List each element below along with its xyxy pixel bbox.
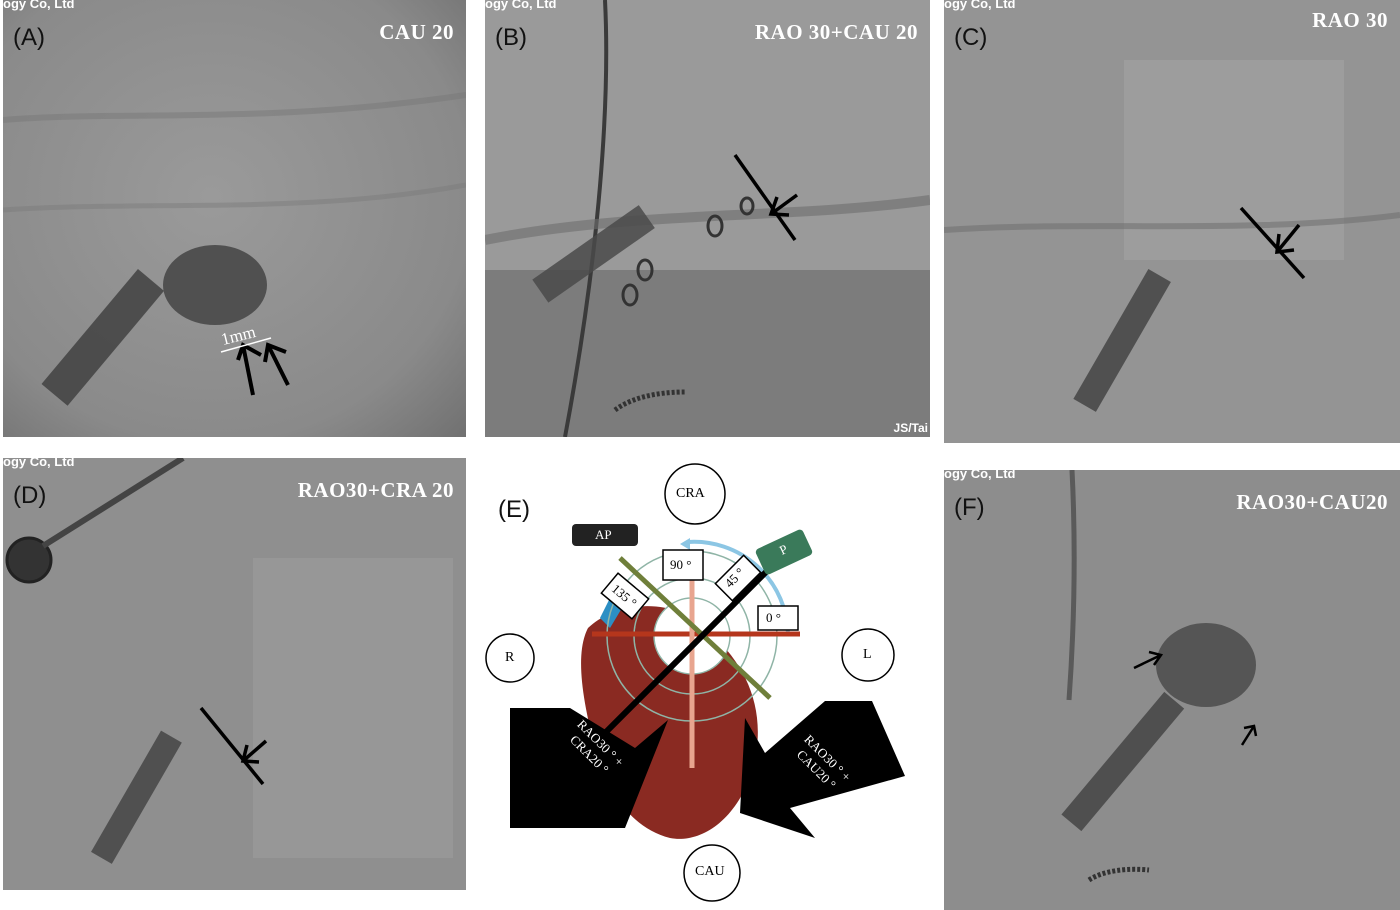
- panel-letter: (E): [498, 496, 530, 523]
- corp-watermark: ogy Co, Ltd: [944, 0, 1016, 11]
- panel-letter: (B): [495, 24, 527, 51]
- arrow-marks: [733, 153, 799, 242]
- view-angle-label: RAO30+CRA 20: [297, 478, 454, 502]
- corp-watermark: ogy Co, Ltd: [944, 470, 1016, 481]
- view-angle-label: RAO30+CAU20: [1236, 490, 1388, 514]
- label-cra: CRA: [676, 486, 705, 501]
- panel-b-fluoroscopy: ogy Co, Ltd (B) RAO 30+CAU 20 JS/Tai: [485, 0, 930, 437]
- angle-diagram: [485, 463, 905, 902]
- panel-a-image: [3, 0, 466, 437]
- panel-letter: (F): [954, 494, 985, 521]
- panel-d-image: [3, 458, 466, 890]
- label-ap: AP: [595, 527, 612, 542]
- panel-f-image: [944, 470, 1400, 910]
- angle-0: 0 °: [766, 610, 781, 625]
- panel-f-fluoroscopy: ogy Co, Ltd (F) RAO30+CAU20: [944, 470, 1400, 910]
- label-r: R: [505, 650, 515, 665]
- panel-letter: (C): [954, 24, 988, 51]
- panel-c-fluoroscopy: ogy Co, Ltd (C) RAO 30: [944, 0, 1400, 443]
- arrow-marks: [1239, 206, 1306, 280]
- panel-e-diagram: (E) CRA R L CAU AP P 90 ° 0 ° 135 ° 45 °…: [470, 458, 940, 903]
- arrow-marks: [199, 706, 268, 786]
- panel-letter: (A): [13, 24, 45, 51]
- panel-letter: (D): [13, 482, 47, 509]
- view-angle-label: RAO 30+CAU 20: [754, 20, 918, 44]
- view-angle-label: CAU 20: [379, 20, 454, 44]
- panel-c-image: [944, 0, 1400, 443]
- corp-watermark: ogy Co, Ltd: [3, 0, 75, 11]
- arrow-marks: [1133, 650, 1258, 746]
- arrow-marks: [236, 342, 290, 396]
- panel-b-image: [485, 0, 930, 437]
- label-cau: CAU: [695, 864, 725, 879]
- panel-d-fluoroscopy: ogy Co, Ltd (D) RAO30+CRA 20: [3, 458, 466, 890]
- arrow-rao-cau: [740, 701, 905, 838]
- angle-90: 90 °: [670, 557, 692, 572]
- arrow-rao-cra: [510, 708, 668, 828]
- label-l: L: [863, 647, 872, 662]
- panel-a-fluoroscopy: ogy Co, Ltd (A) CAU 20 1mm: [3, 0, 466, 437]
- image-watermark: JS/Tai: [893, 421, 928, 435]
- view-angle-label: RAO 30: [1312, 8, 1388, 32]
- corp-watermark: ogy Co, Ltd: [3, 458, 75, 469]
- contrast-pouch: [1156, 623, 1256, 707]
- contrast-pouch: [163, 245, 267, 325]
- corp-watermark: ogy Co, Ltd: [485, 0, 557, 11]
